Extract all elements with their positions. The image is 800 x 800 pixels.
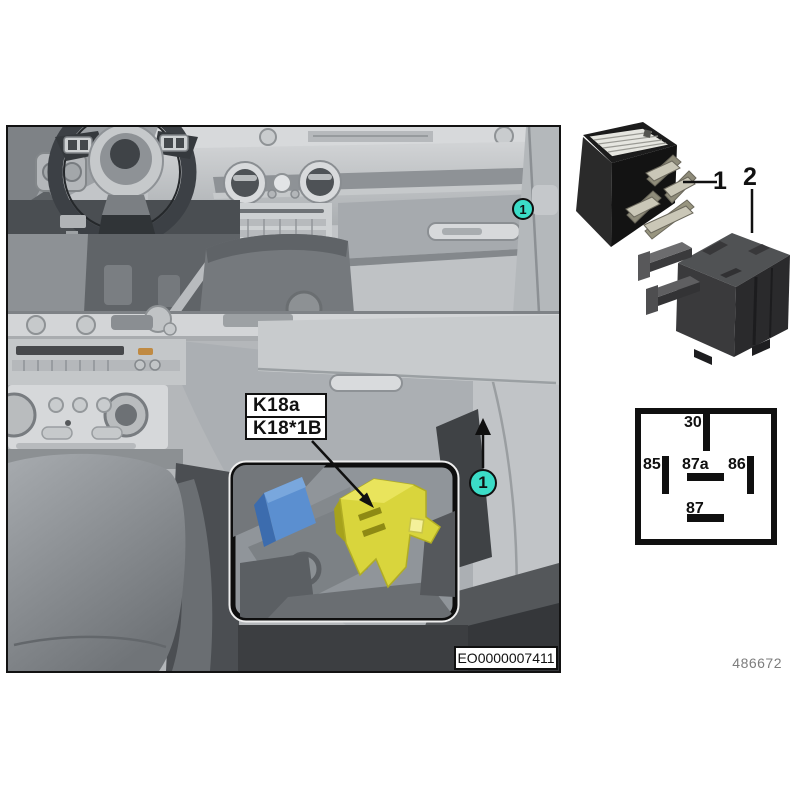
callout-1-location-number: 1 — [478, 473, 488, 492]
pin-30-label: 30 — [684, 414, 702, 431]
pin-85-label: 85 — [643, 456, 661, 473]
photo-bottom-closeup — [8, 305, 559, 671]
climate-panel — [8, 385, 168, 449]
pin-87-label: 87 — [686, 500, 704, 517]
pin-87-bar — [687, 514, 724, 522]
interior-photo-frame: K18a K18*1B 1 1 EO0000007411 — [6, 125, 561, 673]
connector-blue — [254, 477, 316, 547]
dashboard-vents — [223, 160, 342, 205]
relay-location-code: K18a — [253, 395, 301, 416]
steering-wheel — [8, 127, 240, 247]
part-2-label[interactable]: 2 — [743, 163, 757, 191]
pin-85-bar — [662, 456, 669, 494]
eject-light — [138, 348, 153, 355]
socket-illustration — [638, 233, 790, 365]
glovebox — [338, 193, 559, 313]
part-1-label[interactable]: 1 — [713, 167, 727, 195]
relay-bracket-yellow — [334, 478, 441, 589]
callout-1-location[interactable]: 1 — [469, 469, 497, 497]
relay-illustration — [576, 122, 697, 247]
label-arrow — [311, 440, 374, 508]
pin-87a-label: 87a — [682, 456, 709, 473]
callout-1-dashboard[interactable]: 1 — [512, 198, 534, 220]
pin-diagram: 30 85 87a 86 87 — [635, 408, 777, 545]
photo-top-dashboard — [8, 127, 559, 328]
relay-terminals — [625, 154, 697, 240]
socket-prongs — [638, 242, 700, 315]
catalog-number: 486672 — [732, 655, 782, 671]
pin-86-label: 86 — [728, 456, 746, 473]
pin-30-bar — [703, 413, 710, 451]
photo-code-badge: EO0000007411 — [454, 646, 558, 670]
radio-panel — [8, 339, 186, 385]
seat-cushion — [8, 453, 213, 671]
pin-86-bar — [747, 456, 754, 494]
relay-location-connector-code: K18*1B — [247, 416, 325, 440]
pin-87a-bar — [687, 473, 724, 481]
relay-label-sticker — [586, 127, 672, 158]
grab-handle — [329, 374, 403, 392]
interior-photo-art — [8, 127, 559, 671]
cd-slot — [16, 346, 124, 355]
door-panel — [513, 127, 559, 314]
location-arrow — [475, 418, 491, 468]
inset-detail-box — [228, 460, 460, 623]
relay-location-label: K18a K18*1B — [245, 393, 327, 440]
callout-1-dashboard-number: 1 — [519, 201, 527, 217]
parts-illustration — [576, 122, 790, 365]
glovebox-underside — [257, 315, 559, 392]
